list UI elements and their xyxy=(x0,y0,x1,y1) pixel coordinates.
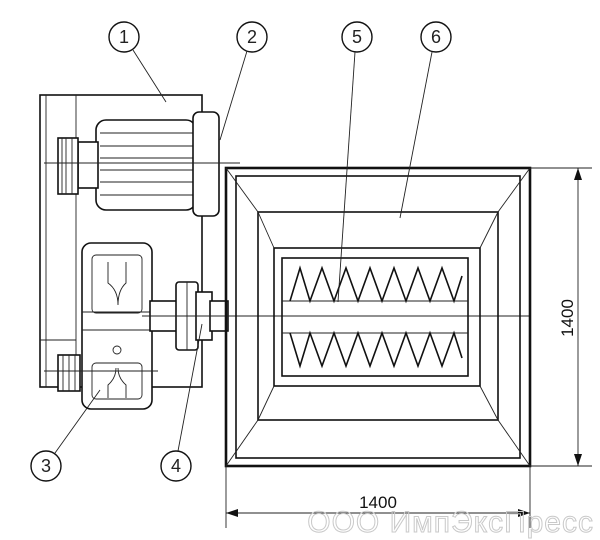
callout-4-label: 4 xyxy=(171,456,181,476)
callout-3-label: 3 xyxy=(41,456,51,476)
callout-1-label: 1 xyxy=(119,27,129,47)
callout-6: 6 xyxy=(399,21,452,219)
dimension-vertical xyxy=(530,167,592,467)
callout-5: 5 xyxy=(337,21,373,303)
lower-pulley xyxy=(57,354,81,392)
callout-6-label: 6 xyxy=(431,27,441,47)
callout-2: 2 xyxy=(219,21,268,141)
watermark-text: ООО ИмпЭксПресс xyxy=(307,506,594,539)
upper-pulley xyxy=(57,137,79,195)
dimension-horizontal xyxy=(225,466,531,528)
hopper-housing xyxy=(224,166,532,468)
screw-auger xyxy=(281,257,469,377)
electric-motor xyxy=(77,111,220,217)
callout-3: 3 xyxy=(30,389,101,482)
dimension-horizontal-label: 1400 xyxy=(359,493,397,512)
callout-1: 1 xyxy=(108,21,167,103)
dimension-vertical-label: 1400 xyxy=(558,299,577,337)
callout-2-label: 2 xyxy=(247,27,257,47)
gear-reducer xyxy=(81,242,153,410)
callout-4: 4 xyxy=(160,323,203,482)
callout-5-label: 5 xyxy=(352,27,362,47)
